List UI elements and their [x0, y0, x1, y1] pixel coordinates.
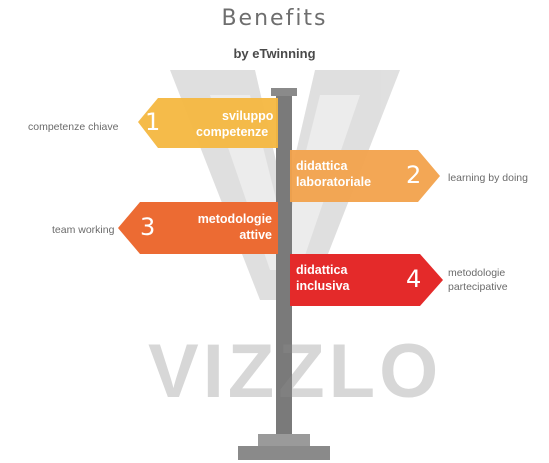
- sign-1-outer-label: competenze chiave: [28, 121, 119, 133]
- sign-4-outer-line1: metodologie: [448, 267, 506, 279]
- signpost-base-top: [258, 434, 310, 446]
- sign-2-line1: didattica: [296, 159, 348, 173]
- sign-2-outer-label: learning by doing: [448, 172, 528, 184]
- sign-1-label: sviluppo competenze: [196, 108, 274, 140]
- sign-3-label: metodologie attive: [190, 211, 272, 243]
- page-subtitle: by eTwinning: [233, 46, 316, 61]
- sign-4-label: didattica inclusiva: [296, 262, 350, 294]
- sign-3-number: 3: [140, 213, 156, 241]
- sign-1-line1: sviluppo: [222, 109, 274, 123]
- sign-4-number: 4: [406, 265, 422, 293]
- sign-3-outer-label: team working: [52, 224, 115, 236]
- sign-4-outer-label: metodologie partecipative: [448, 266, 508, 294]
- sign-4-outer-line2: partecipative: [448, 281, 508, 293]
- sign-4-arrow: [290, 254, 443, 306]
- sign-1-arrow: [138, 98, 278, 148]
- sign-3-line2: attive: [239, 228, 272, 242]
- sign-2-number: 2: [406, 161, 422, 189]
- sign-1-number: 1: [145, 108, 161, 136]
- sign-4-line1: didattica: [296, 263, 348, 277]
- signpost-base-bottom: [238, 446, 330, 460]
- watermark-text: VIZZLO: [148, 329, 443, 414]
- sign-1-line2: competenze: [196, 125, 269, 139]
- sign-3-line1: metodologie: [197, 212, 272, 226]
- sign-4-line2: inclusiva: [296, 279, 350, 293]
- sign-2-line2: laboratoriale: [296, 175, 372, 189]
- sign-2-arrow: [290, 150, 440, 202]
- page-title: Benefits: [221, 6, 328, 31]
- sign-2-label: didattica laboratoriale: [296, 158, 371, 190]
- signpost-cap: [271, 88, 297, 96]
- sign-3-arrow: [118, 202, 278, 254]
- signpost-pole: [276, 92, 292, 444]
